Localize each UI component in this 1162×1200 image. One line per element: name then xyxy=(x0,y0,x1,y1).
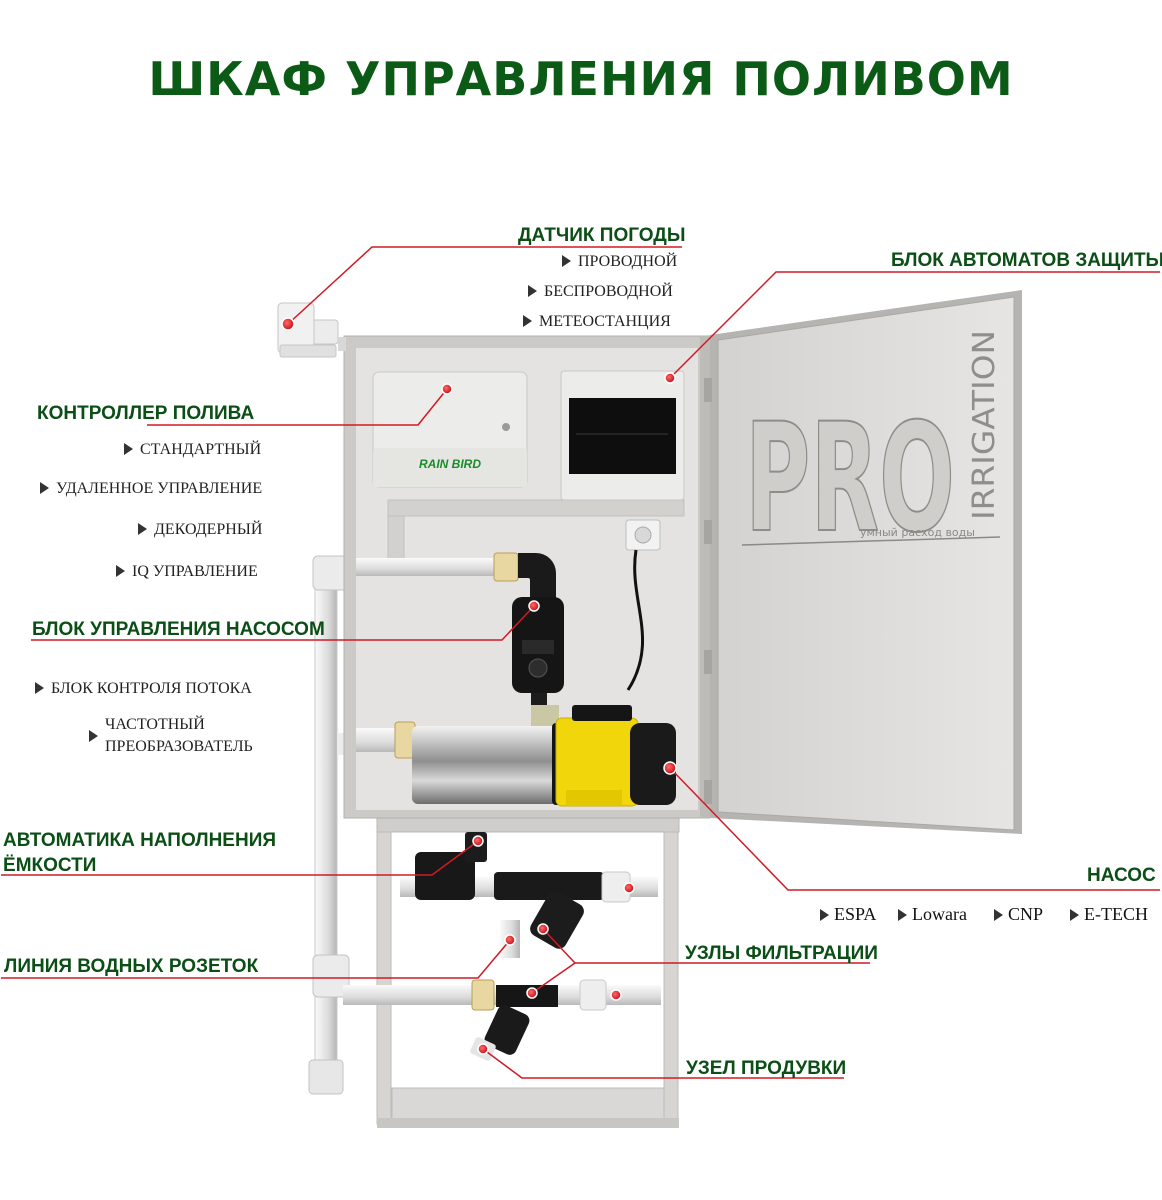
option-pump-flow-control: БЛОК КОНТРОЛЯ ПОТОКА xyxy=(35,680,252,698)
label-purge: УЗЕЛ ПРОДУВКИ xyxy=(686,1058,847,1079)
power-socket xyxy=(625,519,661,691)
leader-purge xyxy=(482,1048,844,1079)
arrow-right-icon xyxy=(528,285,537,297)
leader-weather-sensor xyxy=(287,246,682,325)
arrow-right-icon xyxy=(994,909,1003,921)
upper-inner-pipe xyxy=(356,552,556,598)
leader-tank-fill xyxy=(1,840,479,876)
breaker-box-unit xyxy=(560,370,685,501)
leader-controller xyxy=(147,388,448,426)
weather-sensor-unit xyxy=(277,302,346,358)
arrow-right-icon xyxy=(562,255,571,267)
door-logo-pro: PRO xyxy=(745,392,955,566)
option-controller-decoder: ДЕКОДЕРНЫЙ xyxy=(138,521,262,539)
arrow-right-icon xyxy=(138,523,147,535)
leader-pump xyxy=(669,767,1160,891)
marker-dots xyxy=(281,317,677,1055)
arrow-right-icon xyxy=(116,565,125,577)
option-controller-standard: СТАНДАРТНЫЙ xyxy=(124,441,261,459)
label-weather-sensor: ДАТЧИК ПОГОДЫ xyxy=(518,225,686,246)
leader-filtration-2 xyxy=(531,962,576,994)
arrow-right-icon xyxy=(820,909,829,921)
page-title: ШКАФ УПРАВЛЕНИЯ ПОЛИВОМ xyxy=(148,52,1014,106)
arrow-right-icon xyxy=(1070,909,1079,921)
lower-piping xyxy=(343,832,661,1061)
arrow-right-icon xyxy=(40,482,49,494)
leader-pump-control xyxy=(31,605,535,641)
external-pipe xyxy=(308,555,351,1095)
cabinet-door: PRO IRRIGATION умный расход воды xyxy=(704,290,1022,834)
option-weather-station: МЕТЕОСТАНЦИЯ xyxy=(523,313,671,331)
arrow-right-icon xyxy=(124,443,133,455)
brand-etech: E-TECH xyxy=(1070,904,1148,925)
option-weather-wired: ПРОВОДНОЙ xyxy=(562,253,677,271)
label-filtration: УЗЛЫ ФИЛЬТРАЦИИ xyxy=(685,943,878,964)
controller-brand-text: RAIN BIRD xyxy=(419,457,481,471)
brand-espa: ESPA xyxy=(820,904,876,925)
arrow-right-icon xyxy=(898,909,907,921)
leader-lines xyxy=(1,246,1160,1079)
brand-lowara: Lowara xyxy=(898,904,967,925)
leader-water-outlets xyxy=(1,939,511,979)
arrow-right-icon xyxy=(89,730,98,742)
pump-unit xyxy=(356,705,676,807)
label-pump: НАСОС xyxy=(1087,865,1156,886)
irrigation-controller-unit: RAIN BIRD xyxy=(372,371,528,488)
arrow-right-icon xyxy=(523,315,532,327)
label-breaker-block: БЛОК АВТОМАТОВ ЗАЩИТЫ xyxy=(891,250,1162,271)
option-weather-wireless: БЕСПРОВОДНОЙ xyxy=(528,283,673,301)
brand-cnp: CNP xyxy=(994,904,1043,925)
leader-breaker-block xyxy=(669,271,1160,379)
door-tagline: умный расход воды xyxy=(860,526,975,539)
label-water-outlets: ЛИНИЯ ВОДНЫХ РОЗЕТОК xyxy=(4,956,259,977)
pump-control-unit xyxy=(512,597,564,729)
door-logo-irrigation: IRRIGATION xyxy=(967,330,1002,520)
label-pump-control: БЛОК УПРАВЛЕНИЯ НАСОСОМ xyxy=(32,619,325,640)
arrow-right-icon xyxy=(35,682,44,694)
option-controller-iq: IQ УПРАВЛЕНИЕ xyxy=(116,563,258,581)
option-controller-remote: УДАЛЕННОЕ УПРАВЛЕНИЕ xyxy=(40,480,262,498)
label-irrigation-controller: КОНТРОЛЛЕР ПОЛИВА xyxy=(37,403,255,424)
